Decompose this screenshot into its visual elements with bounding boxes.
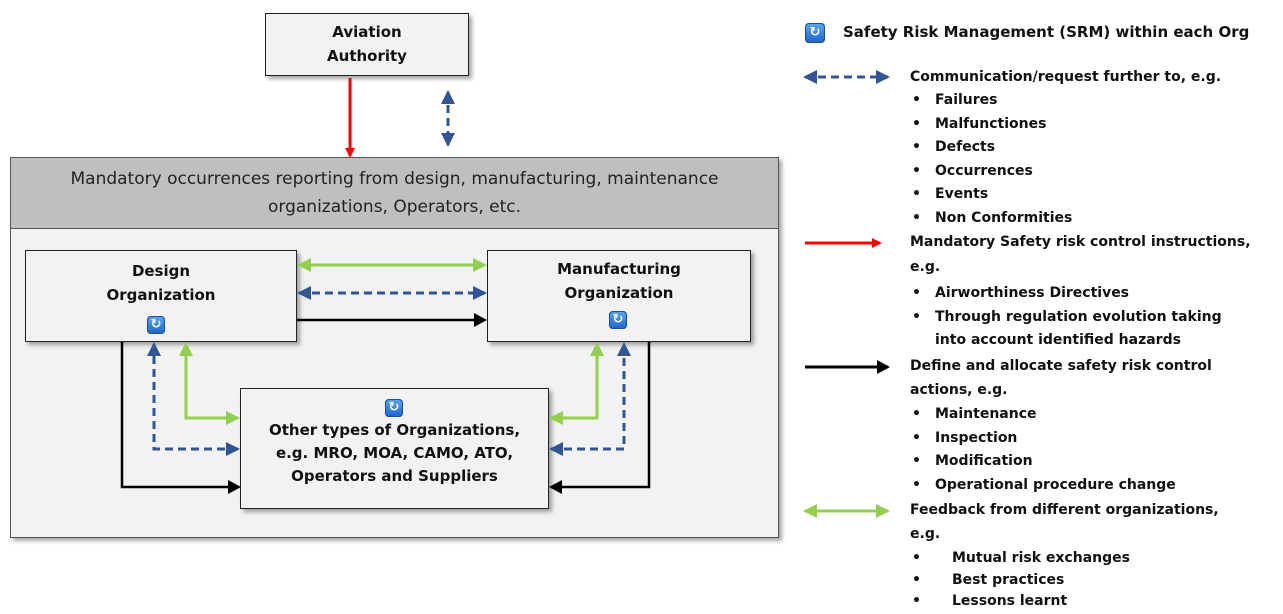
other-label-1: Other types of Organizations, — [268, 421, 521, 439]
legend-communication-list: Failures Malfunctiones Defects Occurrenc… — [910, 89, 1072, 230]
legend-define-list: Maintenance Inspection Modification Oper… — [910, 403, 1176, 497]
list-item: Inspection — [910, 427, 1176, 451]
list-item: Malfunctiones — [910, 113, 1072, 137]
refresh-icon: ↻ — [385, 399, 403, 417]
mandatory-band-line-1: Mandatory occurrences reporting from des… — [70, 169, 719, 189]
list-item: Maintenance — [910, 403, 1176, 427]
authority-label-1: Aviation — [332, 23, 402, 41]
legend-srm-label: Safety Risk Management (SRM) within each… — [843, 23, 1250, 41]
aviation-authority-box: Aviation Authority — [265, 13, 469, 76]
manufacturing-label-1: Manufacturing — [557, 260, 681, 278]
list-item: Defects — [910, 136, 1072, 160]
list-item: Non Conformities — [910, 207, 1072, 231]
design-other-communication-arrow — [147, 342, 240, 456]
manufacturing-other-define-arrow — [549, 342, 651, 494]
list-item: Mutual risk exchanges — [910, 548, 1130, 570]
manufacturing-other-communication-arrow — [549, 342, 631, 456]
refresh-icon: ↻ — [805, 23, 825, 43]
manufacturing-label-2: Organization — [564, 284, 674, 302]
design-label-1: Design — [131, 262, 191, 280]
mandatory-band-line-2: organizations, Operators, etc. — [268, 197, 521, 217]
design-label-2: Organization — [106, 286, 216, 304]
list-item: Operational procedure change — [910, 474, 1176, 498]
manufacturing-other-feedback-arrow — [549, 342, 604, 425]
list-item: Failures — [910, 89, 1072, 113]
design-other-feedback-arrow — [179, 342, 240, 425]
list-item: Occurrences — [910, 160, 1072, 184]
legend-mandatory-list: Airworthiness Directives Through regulat… — [910, 282, 1222, 329]
list-item: Through regulation evolution taking — [910, 306, 1222, 330]
refresh-icon: ↻ — [609, 311, 627, 329]
legend-feedback-list: Mutual risk exchanges Best practices Les… — [910, 548, 1130, 613]
refresh-icon: ↻ — [147, 316, 165, 334]
list-item: Lessons learnt — [910, 591, 1130, 613]
legend-feedback-title-2: e.g. — [910, 526, 941, 542]
legend-mandatory-continuation: into account identified hazards — [935, 332, 1181, 348]
legend-define-title-2: actions, e.g. — [910, 382, 1008, 398]
list-item: Modification — [910, 450, 1176, 474]
legend-define-title-1: Define and allocate safety risk control — [910, 358, 1212, 374]
other-label-2: e.g. MRO, MOA, CAMO, ATO, — [275, 444, 514, 462]
legend-mandatory-title-2: e.g. — [910, 259, 941, 275]
legend-feedback-title-1: Feedback from different organizations, — [910, 502, 1219, 518]
list-item: Airworthiness Directives — [910, 282, 1222, 306]
list-item: Events — [910, 183, 1072, 207]
other-label-3: Operators and Suppliers — [291, 467, 498, 485]
list-item: Best practices — [910, 570, 1130, 592]
mandatory-reporting-band: Mandatory occurrences reporting from des… — [10, 157, 779, 229]
legend-mandatory-title-1: Mandatory Safety risk control instructio… — [910, 234, 1251, 250]
legend-communication-title: Communication/request further to, e.g. — [910, 69, 1222, 85]
design-other-define-arrow — [120, 342, 241, 494]
authority-label-2: Authority — [327, 47, 407, 65]
